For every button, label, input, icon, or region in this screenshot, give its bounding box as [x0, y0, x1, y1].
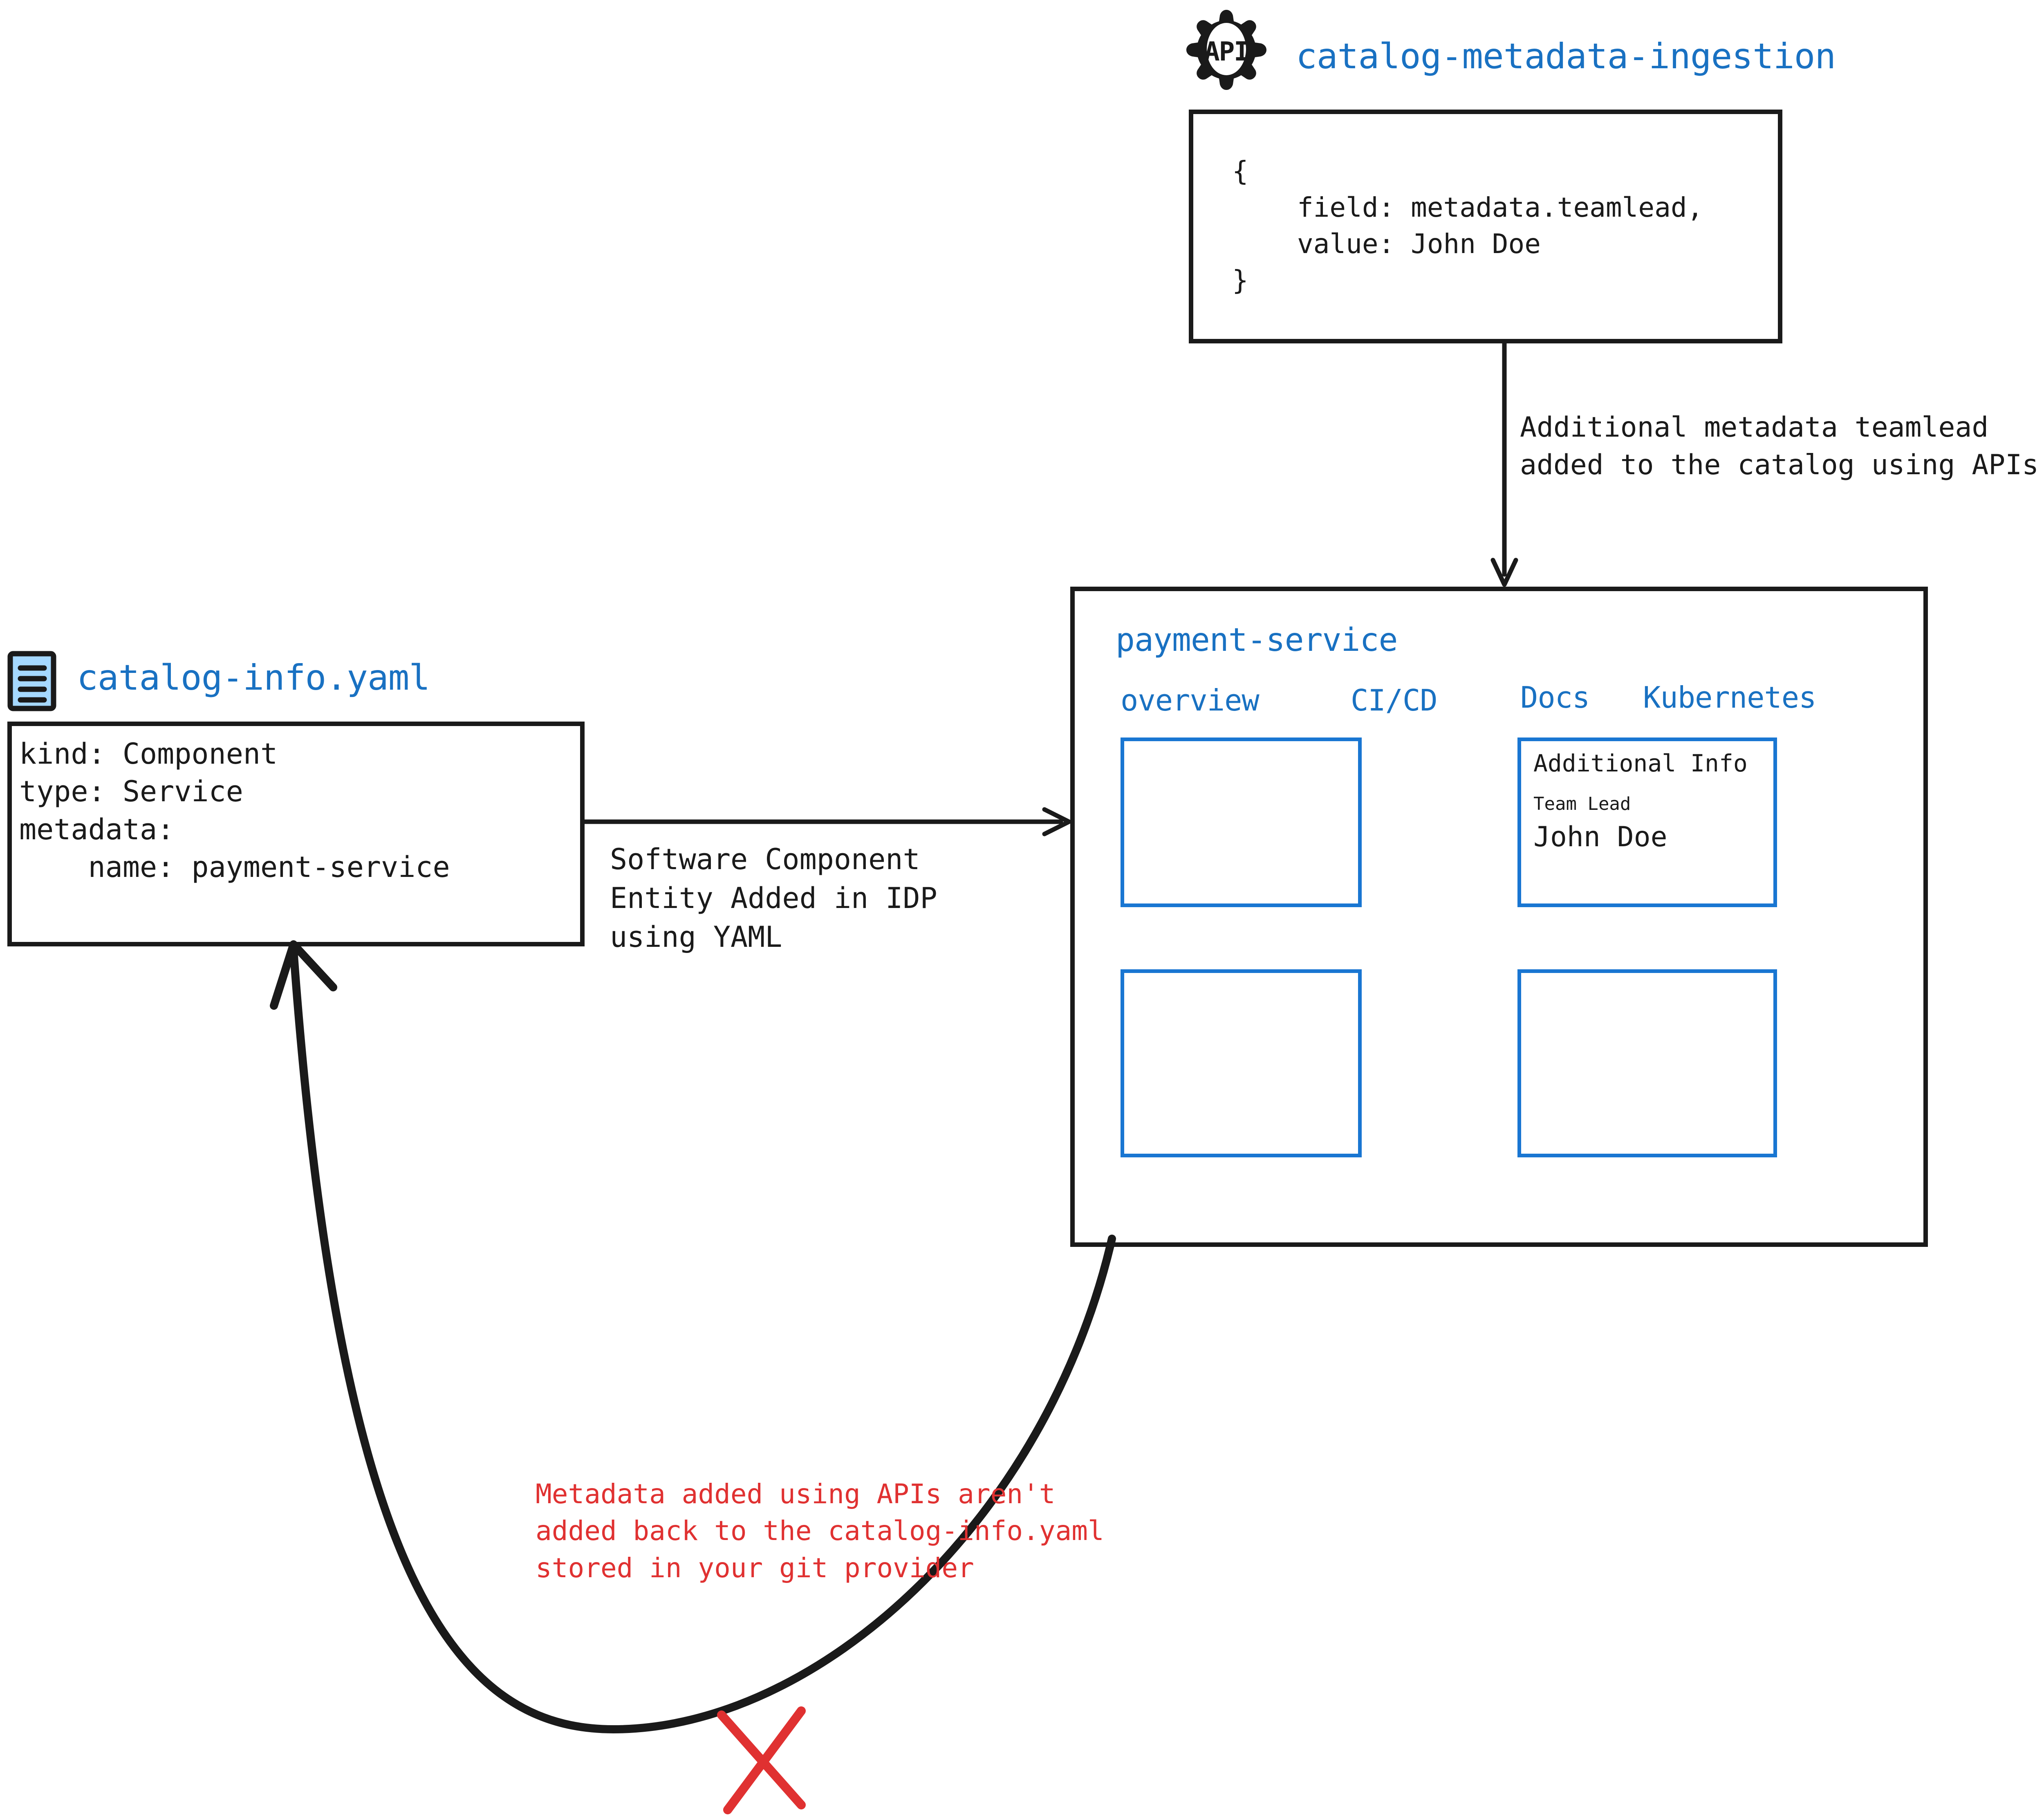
- red-x-icon: [713, 1703, 820, 1817]
- additional-info-title: Additional Info: [1533, 749, 1748, 777]
- yaml-node-title: catalog-info.yaml: [77, 657, 430, 698]
- api-node-title: catalog-metadata-ingestion: [1296, 36, 1836, 77]
- panel-card-bottom-right: [1517, 969, 1777, 1157]
- warning-note: Metadata added using APIs aren't added b…: [536, 1478, 1104, 1584]
- payment-service-panel: payment-service overview CI/CD Docs Kube…: [1070, 587, 1928, 1247]
- panel-card-additional-info: Additional Info Team Lead John Doe: [1517, 738, 1777, 907]
- yaml-code-box: kind: Component type: Service metadata: …: [7, 722, 585, 946]
- yaml-arrow-label: Software Component Entity Added in IDP u…: [610, 843, 937, 954]
- api-to-panel-arrow: [1472, 337, 1545, 593]
- api-payload-box: { field: metadata.teamlead, value: John …: [1189, 110, 1782, 343]
- api-payload-code: { field: metadata.teamlead, value: John …: [1232, 155, 1703, 296]
- api-gear-label: API: [1204, 37, 1250, 67]
- panel-card-bottom-left: [1121, 969, 1362, 1157]
- api-gear-icon: [1186, 8, 1267, 90]
- feedback-curved-arrow: [245, 928, 1553, 1807]
- team-lead-value: John Doe: [1533, 821, 1667, 853]
- yaml-to-panel-arrow: [582, 797, 1075, 846]
- tab-ci-cd[interactable]: CI/CD: [1351, 683, 1438, 717]
- tab-docs[interactable]: Docs: [1520, 680, 1590, 715]
- panel-card-overview-top: [1121, 738, 1362, 907]
- tab-kubernetes[interactable]: Kubernetes: [1643, 680, 1816, 715]
- tab-overview[interactable]: overview: [1121, 683, 1260, 717]
- yaml-document-icon: [7, 651, 56, 711]
- team-lead-label: Team Lead: [1533, 794, 1631, 814]
- panel-title: payment-service: [1116, 622, 1398, 659]
- yaml-code: kind: Component type: Service metadata: …: [19, 737, 450, 884]
- api-arrow-label: Additional metadata teamlead added to th…: [1520, 411, 2039, 481]
